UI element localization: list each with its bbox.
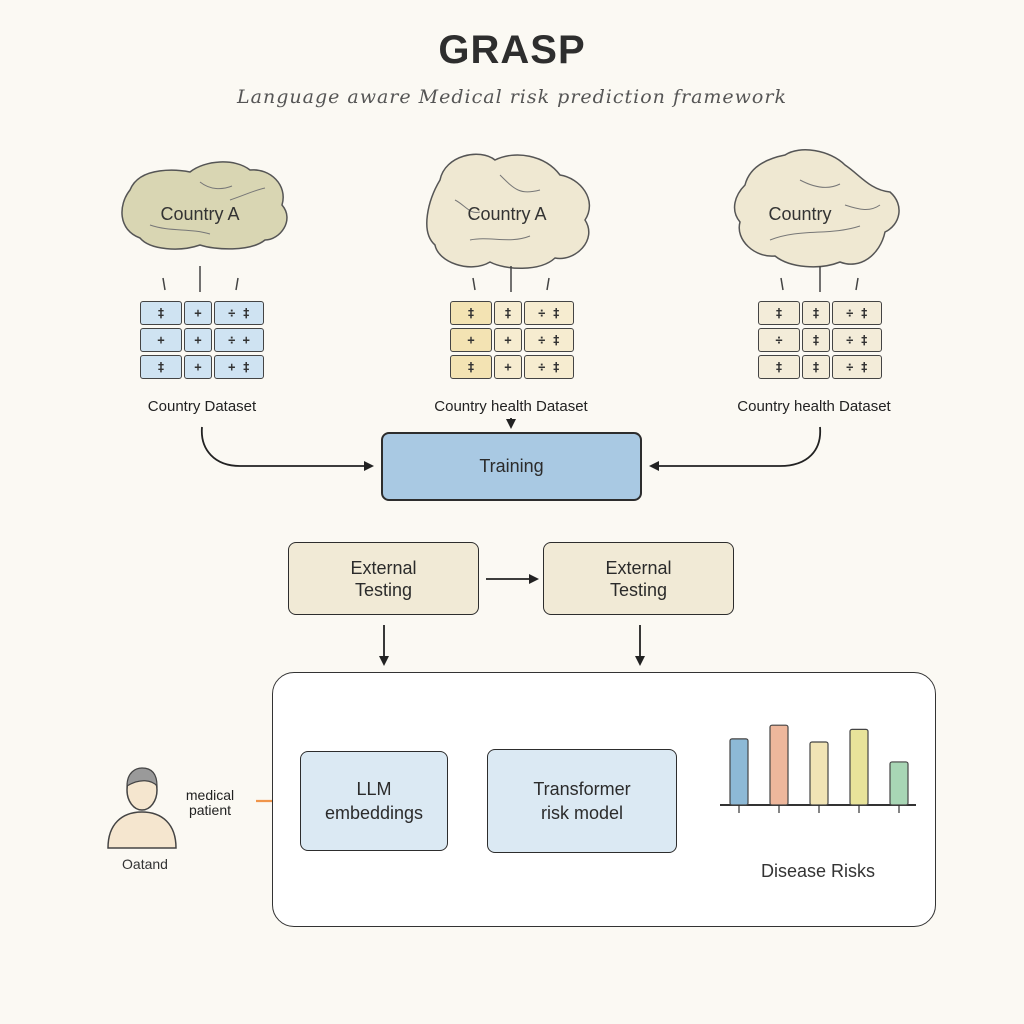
external-testing-1-line2: Testing xyxy=(354,579,413,600)
external-testing-2-line1: External xyxy=(605,557,672,578)
country-label-2: Country A xyxy=(467,204,547,224)
dataset-label-3: Country health Dataset xyxy=(737,398,891,415)
risk-bar-1 xyxy=(729,738,749,806)
diagram-subtitle: Language aware Medical risk prediction f… xyxy=(237,86,787,108)
disease-risks-title: Disease Risks xyxy=(760,861,876,881)
person-icon xyxy=(107,767,177,849)
risk-bar-3 xyxy=(809,741,829,806)
country-label-3: Country xyxy=(768,204,832,224)
external-testing-1-line1: External xyxy=(350,557,417,578)
dataset-table-1: ‡+÷ ‡ ++÷ + ‡++ ‡ xyxy=(140,301,264,379)
risk-bar-2 xyxy=(769,724,789,806)
external-testing-box-2: External Testing xyxy=(543,542,734,615)
country-label-1: Country A xyxy=(160,204,240,224)
training-label: Training xyxy=(479,456,544,476)
llm-line1: LLM xyxy=(356,779,392,799)
diagram-title: GRASP xyxy=(438,28,586,72)
dataset-table-3: ‡‡÷ ‡ ÷‡÷ ‡ ‡‡÷ ‡ xyxy=(758,301,882,379)
llm-line2: embeddings xyxy=(324,803,424,823)
transformer-line2: risk model xyxy=(540,803,623,823)
dataset-table-2: ‡‡÷ ‡ ++÷ ‡ ‡+÷ ‡ xyxy=(450,301,574,379)
training-box: Training xyxy=(381,432,642,501)
country-cloud-2 xyxy=(426,153,591,269)
transformer-risk-model-box: Transformer risk model xyxy=(487,749,677,853)
country-cloud-1 xyxy=(121,161,288,250)
patient-label: medical patient xyxy=(170,788,250,818)
transformer-line1: Transformer xyxy=(533,779,631,799)
dataset-label-1: Country Dataset xyxy=(147,398,257,415)
external-testing-box-1: External Testing xyxy=(288,542,479,615)
risk-bar-5 xyxy=(889,761,909,806)
risk-bar-4 xyxy=(849,728,869,806)
patient-label-line1: medical xyxy=(185,787,235,803)
patient-caption: Oatand xyxy=(122,856,168,872)
external-testing-2-line2: Testing xyxy=(609,579,668,600)
llm-embeddings-box: LLM embeddings xyxy=(300,751,448,851)
patient-label-line2: patient xyxy=(188,802,232,818)
dataset-label-2: Country health Dataset xyxy=(434,398,588,415)
disease-risk-chart xyxy=(720,724,916,813)
